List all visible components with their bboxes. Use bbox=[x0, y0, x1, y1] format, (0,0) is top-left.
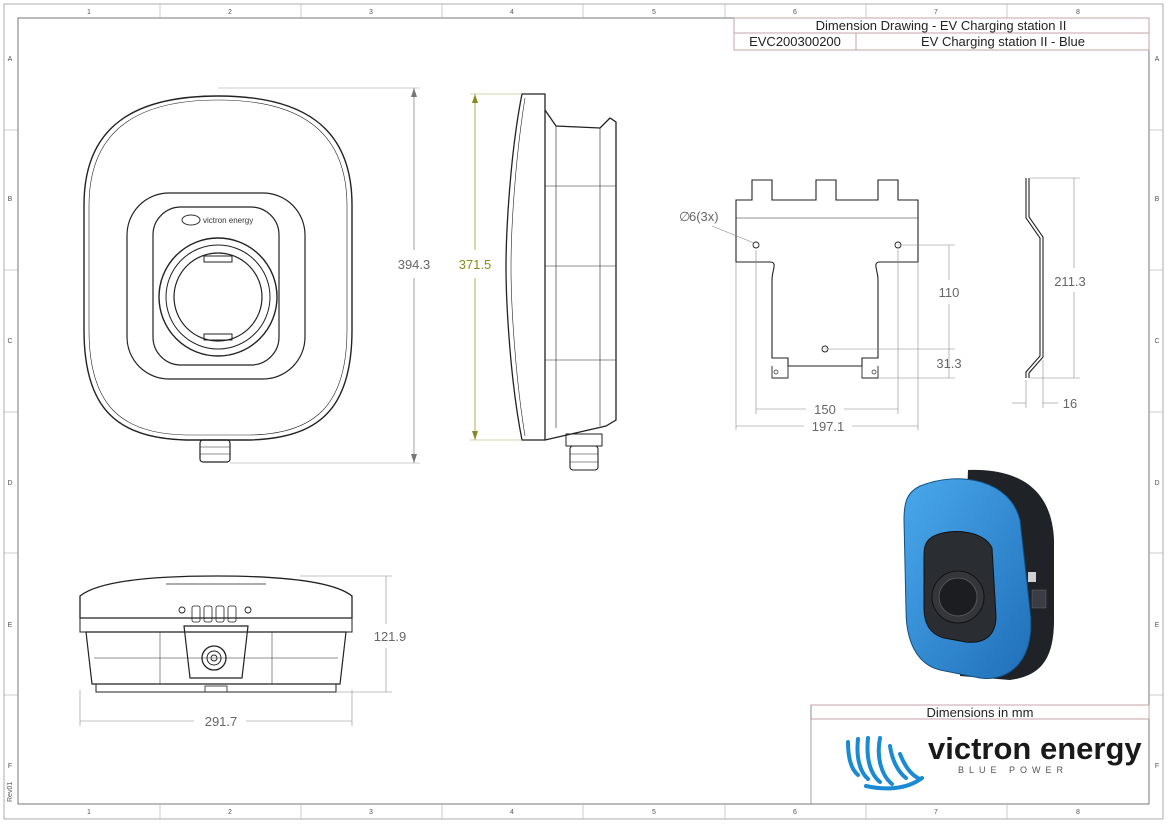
dim-vertical-spacing: 110 bbox=[939, 285, 960, 300]
bracket-dimensions bbox=[711, 225, 955, 430]
dim-bottom-depth: 121.9 bbox=[374, 629, 407, 644]
front-logo-text: victron energy bbox=[203, 216, 253, 225]
col-label-5: 5 bbox=[652, 9, 656, 16]
row-label-b: B bbox=[8, 196, 13, 203]
col-label-8-bottom: 8 bbox=[1076, 809, 1080, 816]
dim-profile-height: 211.3 bbox=[1054, 274, 1086, 289]
part-number: EVC200300200 bbox=[749, 34, 841, 49]
bottom-view-dimensions bbox=[79, 575, 392, 726]
side-view bbox=[505, 93, 617, 471]
col-label-3: 3 bbox=[369, 9, 373, 16]
row-label-a: A bbox=[8, 56, 13, 63]
drawing-frame: 1 2 3 4 5 6 7 8 1 2 3 4 5 6 7 8 A B C D … bbox=[3, 3, 1164, 820]
bottom-view bbox=[79, 575, 353, 693]
bracket-profile-dimensions bbox=[1012, 177, 1080, 408]
dim-bracket-width: 197.1 bbox=[812, 419, 845, 434]
bracket-front-view bbox=[735, 179, 919, 379]
row-label-a-right: A bbox=[1155, 56, 1160, 63]
row-label-b-right: B bbox=[1155, 196, 1160, 203]
dim-hole-diameter-symbol: ∅ bbox=[679, 209, 690, 224]
col-label-2-bottom: 2 bbox=[228, 809, 232, 816]
brand-name: victron energy bbox=[928, 731, 1142, 766]
col-label-3-bottom: 3 bbox=[369, 809, 373, 816]
drawing-title: Dimension Drawing - EV Charging station … bbox=[816, 18, 1067, 33]
col-label-7: 7 bbox=[934, 9, 938, 16]
row-label-f-right: F bbox=[1155, 763, 1159, 770]
front-view-logo: victron energy bbox=[181, 214, 253, 226]
col-label-8: 8 bbox=[1076, 9, 1080, 16]
col-label-4-bottom: 4 bbox=[510, 809, 514, 816]
row-label-c: C bbox=[7, 338, 12, 345]
row-label-d-right: D bbox=[1154, 480, 1159, 487]
dim-profile-depth: 16 bbox=[1063, 396, 1077, 411]
col-label-5-bottom: 5 bbox=[652, 809, 656, 816]
dim-horizontal-spacing: 150 bbox=[814, 402, 836, 417]
front-view bbox=[83, 95, 353, 463]
col-label-1-bottom: 1 bbox=[87, 809, 91, 816]
victron-waves-icon bbox=[846, 736, 924, 791]
row-label-c-right: C bbox=[1154, 338, 1159, 345]
part-description: EV Charging station II - Blue bbox=[921, 34, 1085, 49]
units-note-box: Dimensions in mm bbox=[810, 704, 1150, 804]
title-block: Dimension Drawing - EV Charging station … bbox=[733, 17, 1150, 51]
col-label-6-bottom: 6 bbox=[793, 809, 797, 816]
brand-logo: victron energy BLUE POWER bbox=[846, 731, 1142, 791]
col-label-4: 4 bbox=[510, 9, 514, 16]
product-render bbox=[903, 469, 1054, 680]
dim-front-height: 394.3 bbox=[218, 87, 431, 464]
dim-lower-offset: 31.3 bbox=[936, 356, 961, 371]
row-label-e: E bbox=[8, 622, 13, 629]
dim-front-height-label: 394.3 bbox=[398, 257, 431, 272]
row-label-d: D bbox=[7, 480, 12, 487]
row-label-e-right: E bbox=[1155, 622, 1160, 629]
dim-side-height-label: 371.5 bbox=[459, 257, 492, 272]
col-label-6: 6 bbox=[793, 9, 797, 16]
units-note: Dimensions in mm bbox=[927, 705, 1034, 720]
revision-label: Rev01 bbox=[7, 782, 14, 802]
dim-side-height: 371.5 bbox=[459, 93, 522, 441]
bracket-profile-view bbox=[1025, 178, 1044, 378]
dim-hole-spec: 6(3x) bbox=[689, 209, 719, 224]
col-label-2: 2 bbox=[228, 9, 232, 16]
brand-tagline: BLUE POWER bbox=[958, 765, 1068, 775]
col-label-1: 1 bbox=[87, 9, 91, 16]
col-label-7-bottom: 7 bbox=[934, 809, 938, 816]
dim-bottom-width: 291.7 bbox=[205, 714, 238, 729]
row-label-f: F bbox=[8, 763, 12, 770]
